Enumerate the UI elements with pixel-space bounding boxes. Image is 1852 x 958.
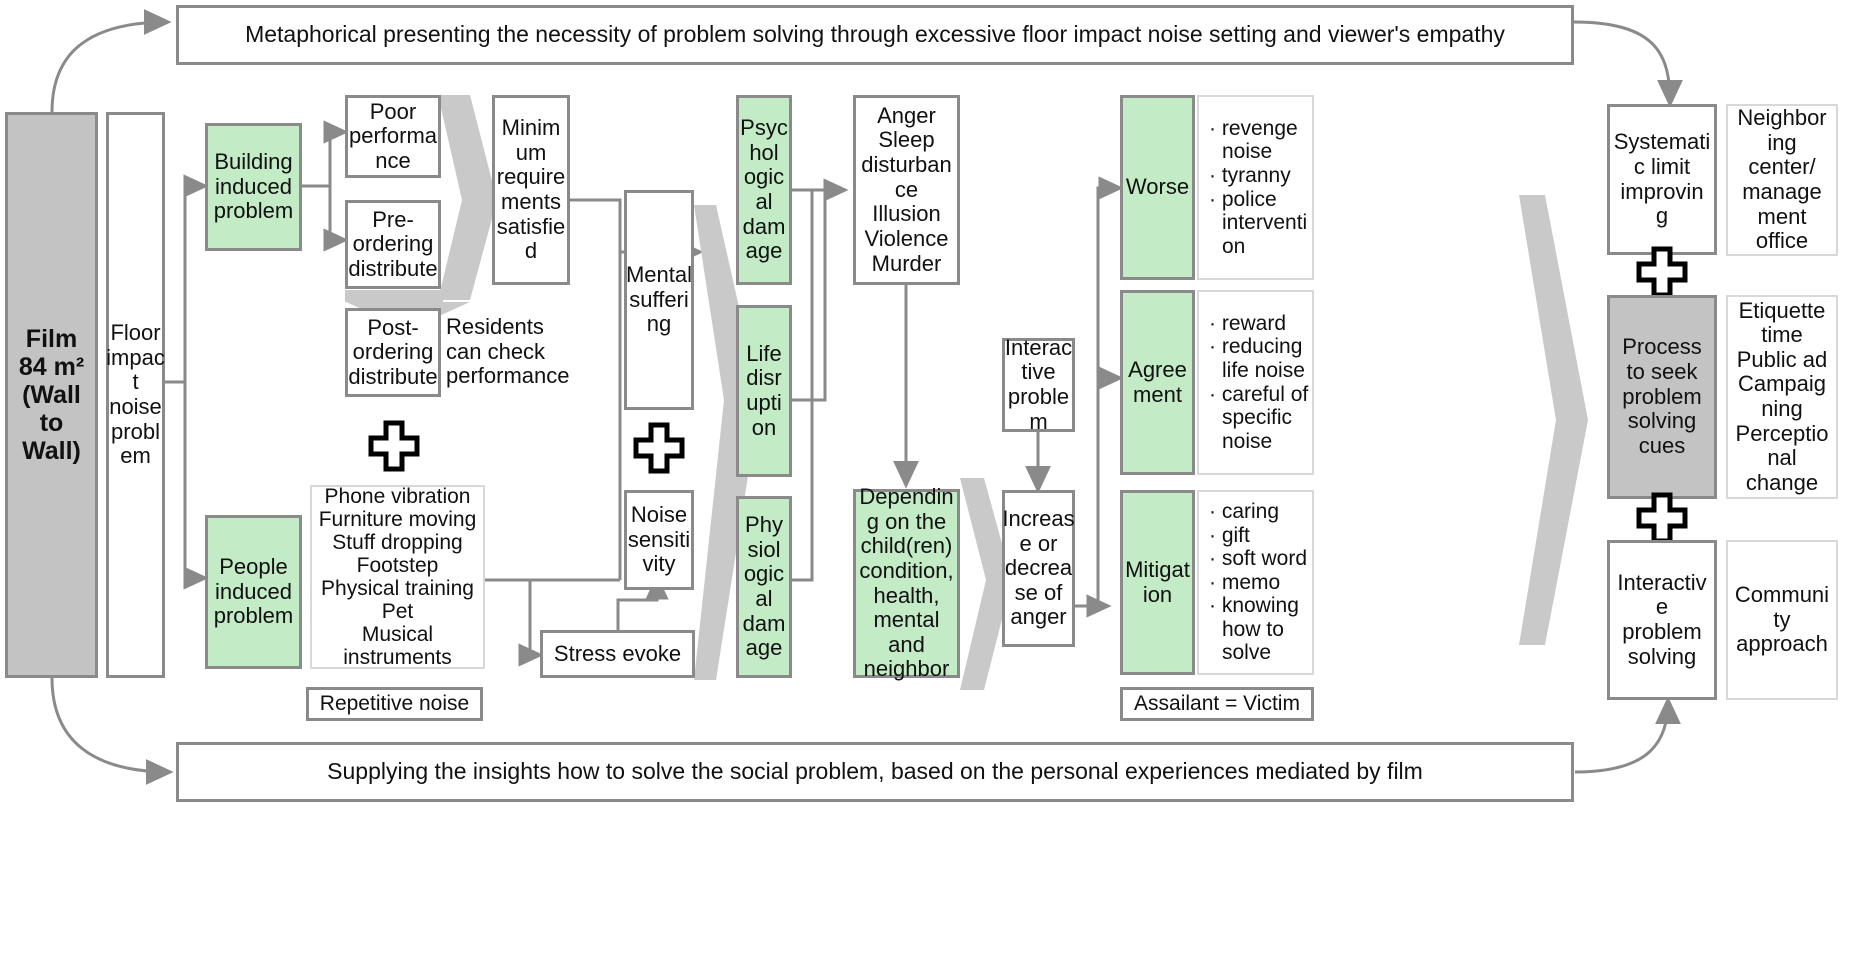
bottom-banner: Supplying the insights how to solve the … — [176, 742, 1574, 802]
node-mitigation: Mitigat ion — [1120, 490, 1195, 675]
list-mitigation-outcomes: · caring · gift · soft word · memo · kno… — [1197, 490, 1314, 675]
node-pre-ordering-distribute: Pre- ordering distribute — [345, 200, 441, 289]
node-neighboring-center-management-office: Neighbor ing center/ manage ment office — [1726, 104, 1838, 256]
list-item: · police interventi on — [1209, 187, 1308, 258]
node-repetitive-noise: Repetitive noise — [306, 687, 483, 721]
node-mental-suffering: Mental sufferi ng — [624, 190, 694, 410]
node-film: Film 84 m² (Wall to Wall) — [5, 112, 98, 678]
node-floor-impact-problem: Floor impac t noise probl em — [106, 112, 165, 678]
list-item: · tyranny — [1209, 163, 1291, 187]
list-agreement-outcomes: · reward · reducing life noise · careful… — [1197, 290, 1314, 475]
node-worse: Worse — [1120, 95, 1195, 280]
node-increase-or-decrease-of-anger: Increas e or decrea se of anger — [1002, 490, 1075, 647]
node-building-induced-problem: Building induced problem — [205, 123, 302, 251]
node-physiological-damage: Phy siol ogic al dam age — [736, 496, 792, 678]
node-depending-on-child-condition: Dependin g on the child(ren) condition, … — [853, 484, 960, 681]
node-anger-sleep-disturbance: Anger Sleep disturban ce Illusion Violen… — [853, 95, 960, 285]
list-worse-outcomes: · revenge noise · tyranny · police inter… — [1197, 95, 1314, 280]
node-stress-evoke: Stress evoke — [540, 630, 695, 678]
node-interactive-problem-solving: Interactiv e problem solving — [1607, 540, 1717, 700]
node-agreement: Agree ment — [1120, 290, 1195, 475]
node-psychological-damage: Psyc hol ogic al dam age — [736, 95, 792, 285]
node-life-disruption: Life disr upti on — [736, 305, 792, 477]
list-item: · reducing life noise — [1209, 335, 1305, 382]
node-noise-sensitivity: Noise sensiti vity — [624, 490, 694, 590]
node-assailant-equals-victim: Assailant = Victim — [1120, 687, 1314, 721]
node-poor-performance: Poor performa nce — [345, 95, 441, 178]
plus-icon-ordering — [368, 420, 420, 477]
list-item: · reward — [1209, 311, 1287, 335]
top-banner: Metaphorical presenting the necessity of… — [176, 5, 1574, 65]
node-systematic-limit-improving: Systemati c limit improvin g — [1607, 104, 1717, 255]
node-process-to-seek-problem-solving-cues: Process to seek problem solving cues — [1607, 295, 1717, 499]
node-post-ordering-distribute: Post- ordering distribute — [345, 308, 441, 397]
plus-icon-mental — [633, 422, 685, 479]
node-people-induced-problem: People induced problem — [205, 515, 302, 669]
node-interactive-problem: Interac tive proble m — [1002, 335, 1075, 433]
node-noise-list: Phone vibration Furniture moving Stuff d… — [310, 485, 485, 669]
list-item: · knowing how to solve — [1209, 594, 1299, 665]
list-item: · memo — [1209, 570, 1281, 594]
list-item: · careful of specific noise — [1209, 382, 1309, 453]
list-item: · revenge noise — [1209, 116, 1298, 164]
list-item: · gift — [1209, 523, 1250, 547]
list-item: · caring — [1209, 500, 1280, 524]
label-residents-can-check: Residents can check performance — [446, 314, 570, 389]
node-etiquette-time-public-ad: Etiquette time Public ad Campaig ning Pe… — [1726, 295, 1838, 499]
node-minimum-requirements-satisfied: Minim um require ments satisfie d — [492, 95, 570, 285]
list-item: · soft word — [1209, 547, 1308, 571]
node-community-approach: Communi ty approach — [1726, 540, 1838, 700]
